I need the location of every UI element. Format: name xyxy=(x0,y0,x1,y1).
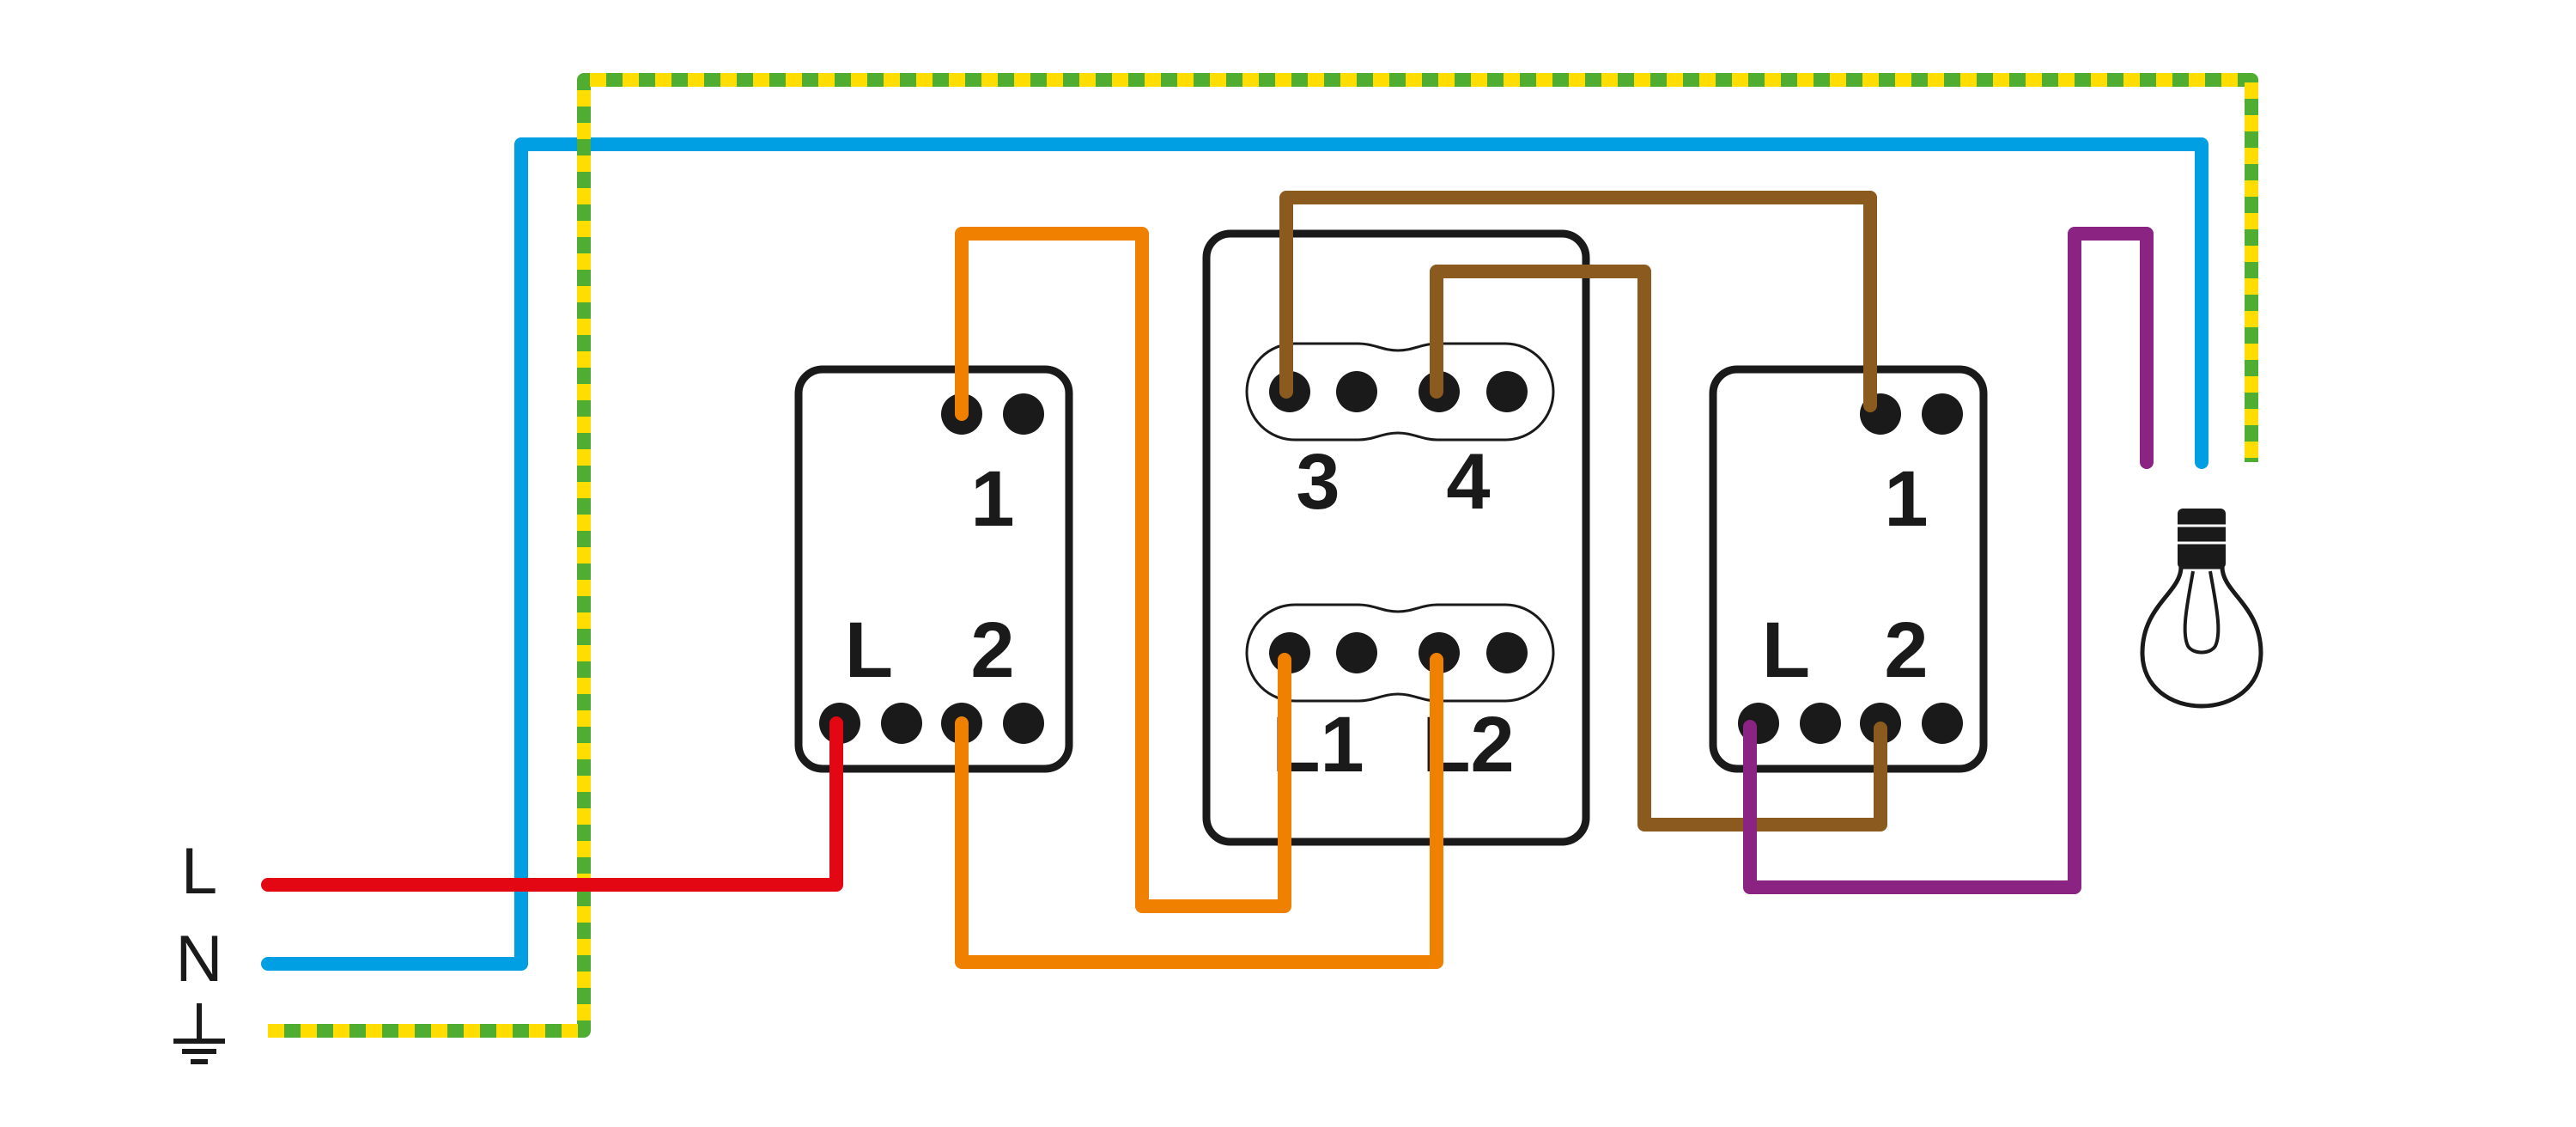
switch-middle-housing xyxy=(1202,229,1590,846)
light-bulb-icon xyxy=(2140,509,2263,709)
wire-brown-traveler-2 xyxy=(1430,265,1887,832)
switch-left-label-L: L xyxy=(845,606,893,694)
terminal-block-top xyxy=(1245,342,1555,442)
supply-label-live: L xyxy=(181,835,217,908)
terminal-screw xyxy=(1336,632,1377,673)
wire-earth-yellow xyxy=(268,73,2258,1038)
wire-live xyxy=(261,716,843,892)
switch-right-label-L: L xyxy=(1762,606,1810,694)
terminal-screw xyxy=(1800,703,1841,744)
ground-icon xyxy=(173,1003,225,1064)
wire-brown-traveler-1 xyxy=(1279,191,1877,412)
switch-left-housing xyxy=(794,365,1073,773)
switch-middle-label-4: 4 xyxy=(1446,438,1490,526)
switch-left-label-2: 2 xyxy=(970,606,1014,694)
wire-orange-traveler-1 xyxy=(955,227,1291,913)
terminal-screw xyxy=(1419,632,1460,673)
terminal-screw xyxy=(1922,393,1963,435)
terminal-screw xyxy=(1003,703,1044,744)
switch-right-label-2: 2 xyxy=(1884,606,1928,694)
supply-label-neutral: N xyxy=(176,923,223,996)
terminal-screw xyxy=(1336,371,1377,412)
terminal-screw xyxy=(1003,393,1044,435)
wire-neutral xyxy=(261,137,2208,971)
switch-right-housing xyxy=(1709,365,1988,773)
terminal-screw xyxy=(1922,703,1963,744)
terminal-block-bottom xyxy=(1245,603,1555,703)
terminal-screw xyxy=(881,703,922,744)
wire-purple-switched-live xyxy=(1743,227,2154,894)
terminal-screw xyxy=(1486,371,1528,412)
switch-left-label-1: 1 xyxy=(970,455,1014,543)
switch-middle-label-3: 3 xyxy=(1296,438,1340,526)
wire-orange-traveler-2 xyxy=(955,653,1443,969)
switch-right-label-1: 1 xyxy=(1884,455,1928,543)
terminal-screw xyxy=(1486,632,1528,673)
